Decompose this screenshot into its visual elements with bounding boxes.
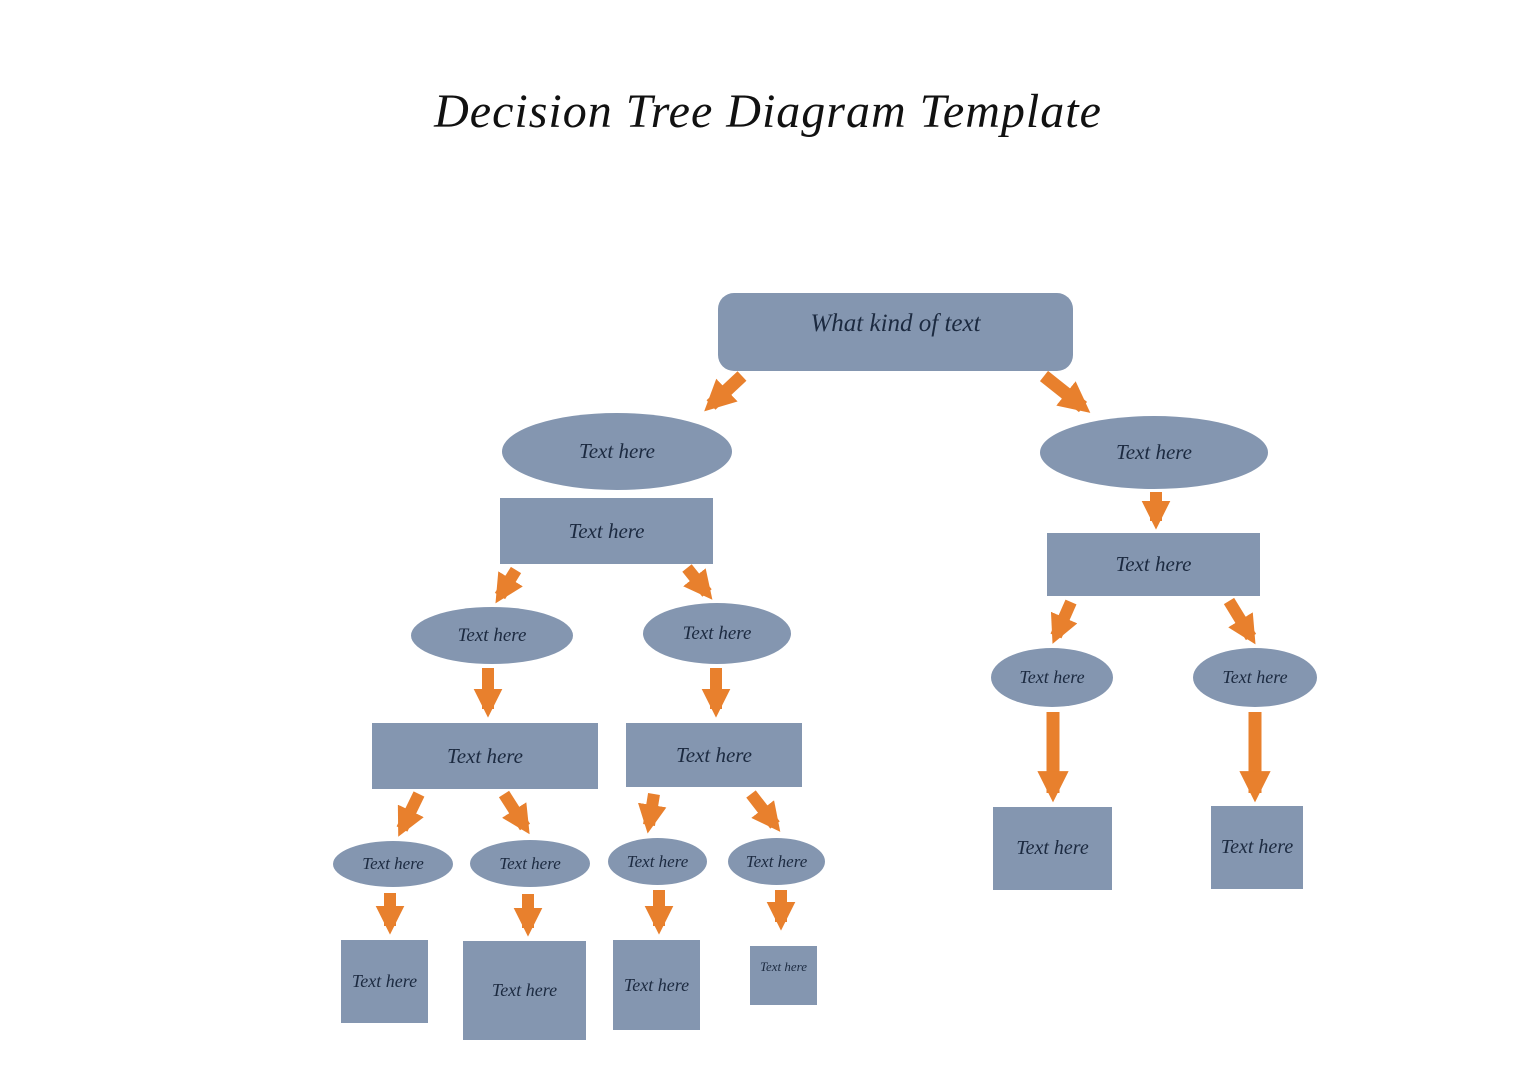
node-label: Text here bbox=[1019, 667, 1085, 687]
page-title: Decision Tree Diagram Template bbox=[434, 85, 1102, 138]
diagram-node-left-l4-box-b: Text here bbox=[626, 723, 802, 787]
node-label: Text here bbox=[1016, 837, 1089, 859]
diagram-node-left-l5-ellipse-c: Text here bbox=[608, 838, 707, 885]
diagram-node-left-l3-ellipse-a: Text here bbox=[411, 607, 573, 664]
arrow-left-box-b-to-small-ellipse-d bbox=[746, 790, 781, 832]
diagram-node-left-leaf-box-c: Text here bbox=[613, 940, 700, 1030]
node-label: Text here bbox=[499, 853, 561, 873]
node-label: Text here bbox=[446, 743, 523, 768]
node-label: Text here bbox=[759, 958, 808, 974]
diagram-node-left-l5-ellipse-d: Text here bbox=[728, 838, 825, 885]
node-label: Text here bbox=[1115, 440, 1192, 464]
arrow-right-box-to-ellipse-b bbox=[1223, 597, 1257, 645]
diagram-node-right-l3-ellipse-a: Text here bbox=[991, 648, 1113, 707]
node-label: Text here bbox=[351, 971, 418, 991]
arrow-root-to-left-ellipse bbox=[704, 371, 747, 412]
arrow-root-to-right-ellipse bbox=[1039, 370, 1091, 413]
diagram-node-left-leaf-box-b: Text here bbox=[463, 941, 586, 1040]
diagram-node-right-l1-ellipse: Text here bbox=[1040, 416, 1268, 489]
node-label: Text here bbox=[745, 851, 808, 871]
node-label: Text here bbox=[578, 439, 655, 463]
node-label: Text here bbox=[568, 518, 645, 543]
diagram-node-right-l3-ellipse-b: Text here bbox=[1193, 648, 1317, 707]
node-label: What kind of text bbox=[810, 310, 981, 337]
arrow-left-box-b-to-small-ellipse-c bbox=[637, 793, 667, 834]
diagram-node-left-l1-ellipse: Text here bbox=[502, 413, 732, 490]
node-label: Text here bbox=[1222, 667, 1288, 687]
node-label: Text here bbox=[362, 854, 424, 873]
node-label: Text here bbox=[1115, 552, 1192, 576]
diagram-node-left-l5-ellipse-a: Text here bbox=[333, 841, 453, 887]
arrow-left-box-a-to-small-ellipse-a bbox=[396, 791, 425, 837]
node-label: Text here bbox=[623, 974, 690, 995]
diagram-node-left-l3-ellipse-b: Text here bbox=[643, 603, 791, 664]
diagram-node-root: What kind of text bbox=[718, 293, 1073, 371]
diagram-node-left-leaf-box-d: Text here bbox=[750, 946, 817, 1005]
diagram-node-left-l2-box: Text here bbox=[500, 498, 713, 564]
node-label: Text here bbox=[682, 622, 752, 644]
arrow-right-box-to-ellipse-a bbox=[1050, 599, 1078, 644]
node-label: Text here bbox=[457, 624, 527, 646]
node-label: Text here bbox=[491, 980, 558, 1000]
diagram-node-right-l2-box: Text here bbox=[1047, 533, 1260, 596]
diagram-node-right-leaf-box-b: Text here bbox=[1211, 806, 1303, 889]
diagram-node-left-l5-ellipse-b: Text here bbox=[470, 840, 590, 887]
arrow-left-box-a-to-small-ellipse-b bbox=[498, 790, 531, 835]
arrow-left-box-to-ellipse-b bbox=[682, 564, 713, 600]
node-label: Text here bbox=[626, 851, 689, 871]
diagram-node-left-leaf-box-a: Text here bbox=[341, 940, 428, 1023]
diagram-node-right-leaf-box-a: Text here bbox=[993, 807, 1112, 890]
node-label: Text here bbox=[1220, 836, 1294, 858]
diagram-node-left-l4-box-a: Text here bbox=[372, 723, 598, 789]
arrow-left-box-to-ellipse-a bbox=[494, 566, 523, 604]
node-label: Text here bbox=[675, 742, 752, 767]
